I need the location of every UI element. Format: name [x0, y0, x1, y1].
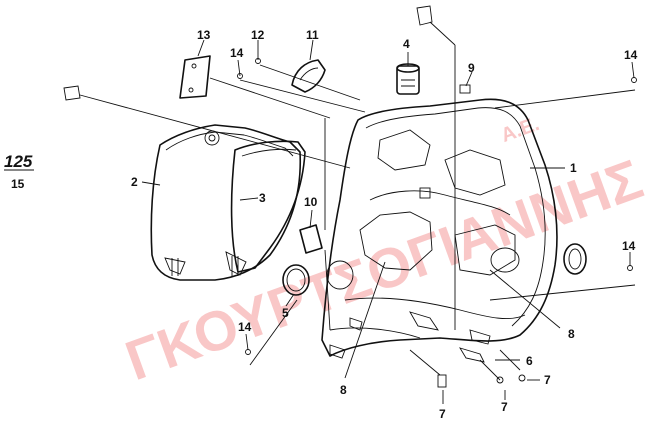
callout-3: 3	[259, 191, 266, 205]
callout-14a: 14	[230, 46, 244, 60]
watermark-text: ΓΚΟΥΡΤΣΟΓΙΑΝΝΗΣ	[117, 147, 650, 392]
part-plate-13	[179, 55, 211, 99]
callout-7b: 7	[501, 400, 508, 414]
callout-7a: 7	[439, 407, 446, 421]
part-glove-lid	[225, 140, 306, 276]
callout-7c: 7	[544, 373, 551, 387]
callout-11: 11	[306, 28, 319, 42]
callout-1: 1	[570, 161, 577, 175]
part-bracket-10	[299, 224, 323, 254]
part-right-cap	[563, 243, 587, 275]
leader-lines	[79, 21, 636, 381]
part-clip-9	[416, 5, 471, 94]
watermark: ΓΚΟΥΡΤΣΟΓΙΑΝΝΗΣ	[117, 147, 650, 392]
callout-14d: 14	[238, 320, 252, 334]
callout-5: 5	[282, 306, 289, 320]
callout-6: 6	[526, 354, 533, 368]
callout-14c: 14	[622, 239, 636, 253]
part-hook-11	[291, 59, 326, 93]
part-clips	[329, 311, 491, 363]
callout-2: 2	[131, 175, 138, 189]
part-lock-cylinder	[396, 63, 420, 95]
callout-8a: 8	[340, 383, 347, 397]
part-glove-box	[150, 124, 302, 281]
callout-leaders	[141, 39, 635, 404]
screw-markers	[237, 58, 637, 355]
callout-12: 12	[251, 28, 265, 42]
callout-8b: 8	[568, 327, 575, 341]
part-screws	[437, 374, 526, 388]
part-round-cap	[282, 264, 310, 296]
model-code: 125	[4, 152, 33, 171]
callout-4: 4	[403, 37, 410, 51]
model-ref: 15	[11, 177, 25, 191]
callout-13: 13	[197, 28, 211, 42]
callout-9: 9	[468, 61, 475, 75]
part-clip-left	[63, 85, 81, 101]
callout-14b: 14	[624, 48, 638, 62]
callout-numbers: 1 2 3 4 5 6 7 7 7 8 8 9 10 11 12 13 14 1…	[131, 28, 638, 421]
callout-10: 10	[304, 195, 318, 209]
